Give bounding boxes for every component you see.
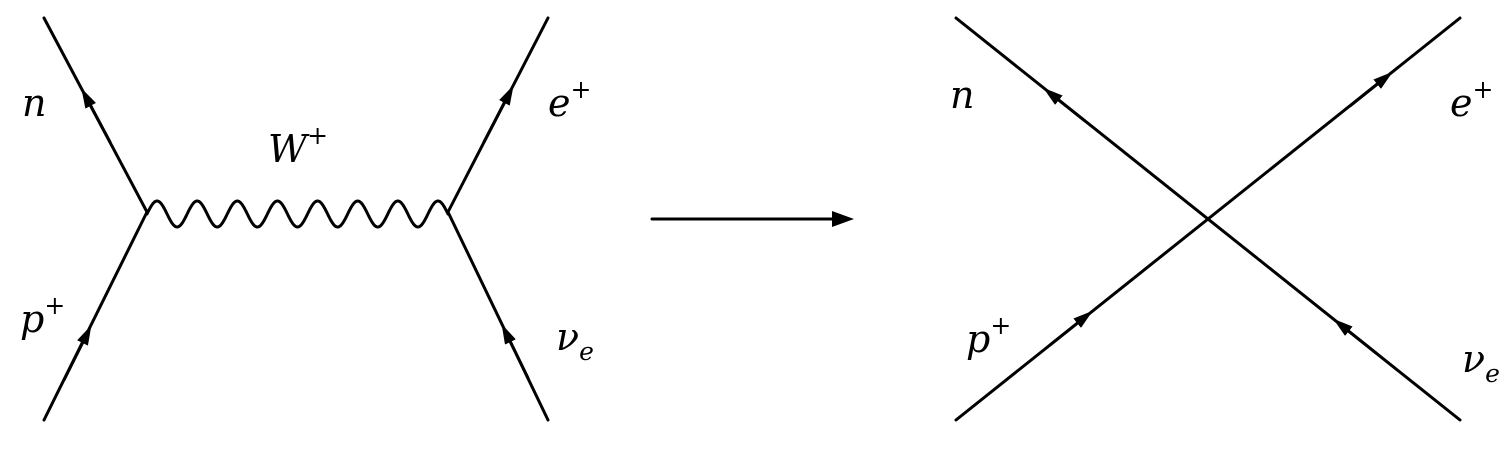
left-diagram: n p+ e+ νe W+	[20, 16, 594, 422]
left-neutron-arrow	[81, 88, 112, 144]
right-label-p: p+	[966, 311, 1011, 361]
left-label-p: p+	[20, 291, 65, 341]
right-neutron-arrow	[1043, 87, 1087, 123]
right-diagram: n p+ e+ νe	[950, 16, 1500, 422]
left-label-e: e+	[548, 75, 591, 125]
left-label-nu: νe	[556, 315, 594, 366]
left-neutrino-line	[446, 210, 550, 422]
left-label-n: n	[22, 81, 46, 125]
transition-arrow	[650, 211, 854, 227]
right-label-nu: νe	[1462, 337, 1500, 388]
w-boson-propagator	[145, 199, 450, 229]
left-proton-arrow	[62, 325, 92, 382]
w-boson-label: W+	[268, 121, 328, 171]
left-positron-arrow	[482, 85, 514, 144]
left-neutrino-arrow	[501, 324, 530, 380]
right-positron-arrow	[1348, 71, 1393, 108]
right-label-e: e+	[1450, 75, 1493, 125]
left-proton-line	[42, 210, 149, 422]
right-neutrino-arrow	[1333, 318, 1378, 355]
right-label-n: n	[950, 73, 974, 117]
right-proton-arrow	[1048, 310, 1093, 347]
